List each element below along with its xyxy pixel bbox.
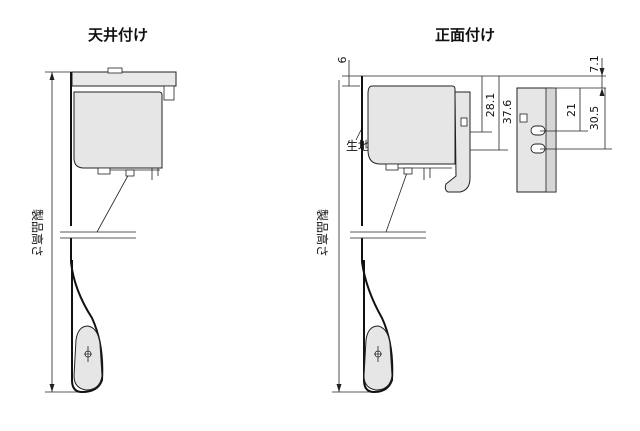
- rail-hook-right: [423, 168, 431, 180]
- dim-label-21: 21: [565, 103, 578, 117]
- fabric-label: 生地: [346, 139, 370, 153]
- pull-cord-right: [385, 169, 409, 233]
- product-height-label-left: 製品高さ: [30, 209, 45, 257]
- cord-knot-right: [403, 167, 413, 175]
- arrow-down-right: [336, 384, 342, 392]
- arrow-7-1-top: [599, 68, 605, 76]
- fabric-leader: [355, 129, 362, 141]
- title-front-mount: 正面付け: [435, 26, 495, 44]
- rail-stop-left: [97, 167, 111, 175]
- roller-housing-right: [367, 85, 456, 165]
- product-height-label-right: 製品高さ: [315, 209, 330, 257]
- front-mount-figure: 6 製品高さ 生地 28.1 37.6: [315, 55, 612, 394]
- arrow-up-left: [49, 72, 55, 80]
- rail-hook-left: [151, 168, 159, 180]
- fabric-line-right: [361, 76, 394, 394]
- front-bracket: [444, 91, 471, 193]
- ceiling-mount-plate: [71, 71, 177, 87]
- dim-label-6: 6: [336, 57, 349, 64]
- side-bracket-flange: [545, 87, 557, 193]
- slot-hole-upper: [530, 125, 546, 136]
- dim-label-7-1: 7.1: [588, 55, 601, 73]
- arrow-down-left: [49, 384, 55, 392]
- rail-stop-right: [385, 163, 399, 171]
- dim-label-37-6: 37.6: [501, 100, 514, 125]
- dim-label-30-5: 30.5: [588, 106, 601, 131]
- plate-tab: [107, 67, 123, 74]
- roller-housing-left: [73, 91, 163, 169]
- arrow-7-1-bottom: [599, 88, 605, 96]
- dim-label-28-1: 28.1: [484, 93, 497, 118]
- weight-mark-right: [374, 346, 382, 362]
- bracket-screw-side: [460, 117, 468, 127]
- side-bracket-tab: [519, 113, 528, 123]
- plate-clip: [163, 85, 175, 101]
- pull-cord-left: [96, 171, 131, 233]
- cord-knot-left: [125, 169, 135, 177]
- ceiling-mount-figure: 製品高さ: [30, 67, 177, 394]
- weight-mark-left: [84, 346, 92, 362]
- slot-hole-lower: [530, 143, 546, 154]
- fabric-line-left: [70, 72, 104, 394]
- title-ceiling-mount: 天井付け: [88, 26, 148, 44]
